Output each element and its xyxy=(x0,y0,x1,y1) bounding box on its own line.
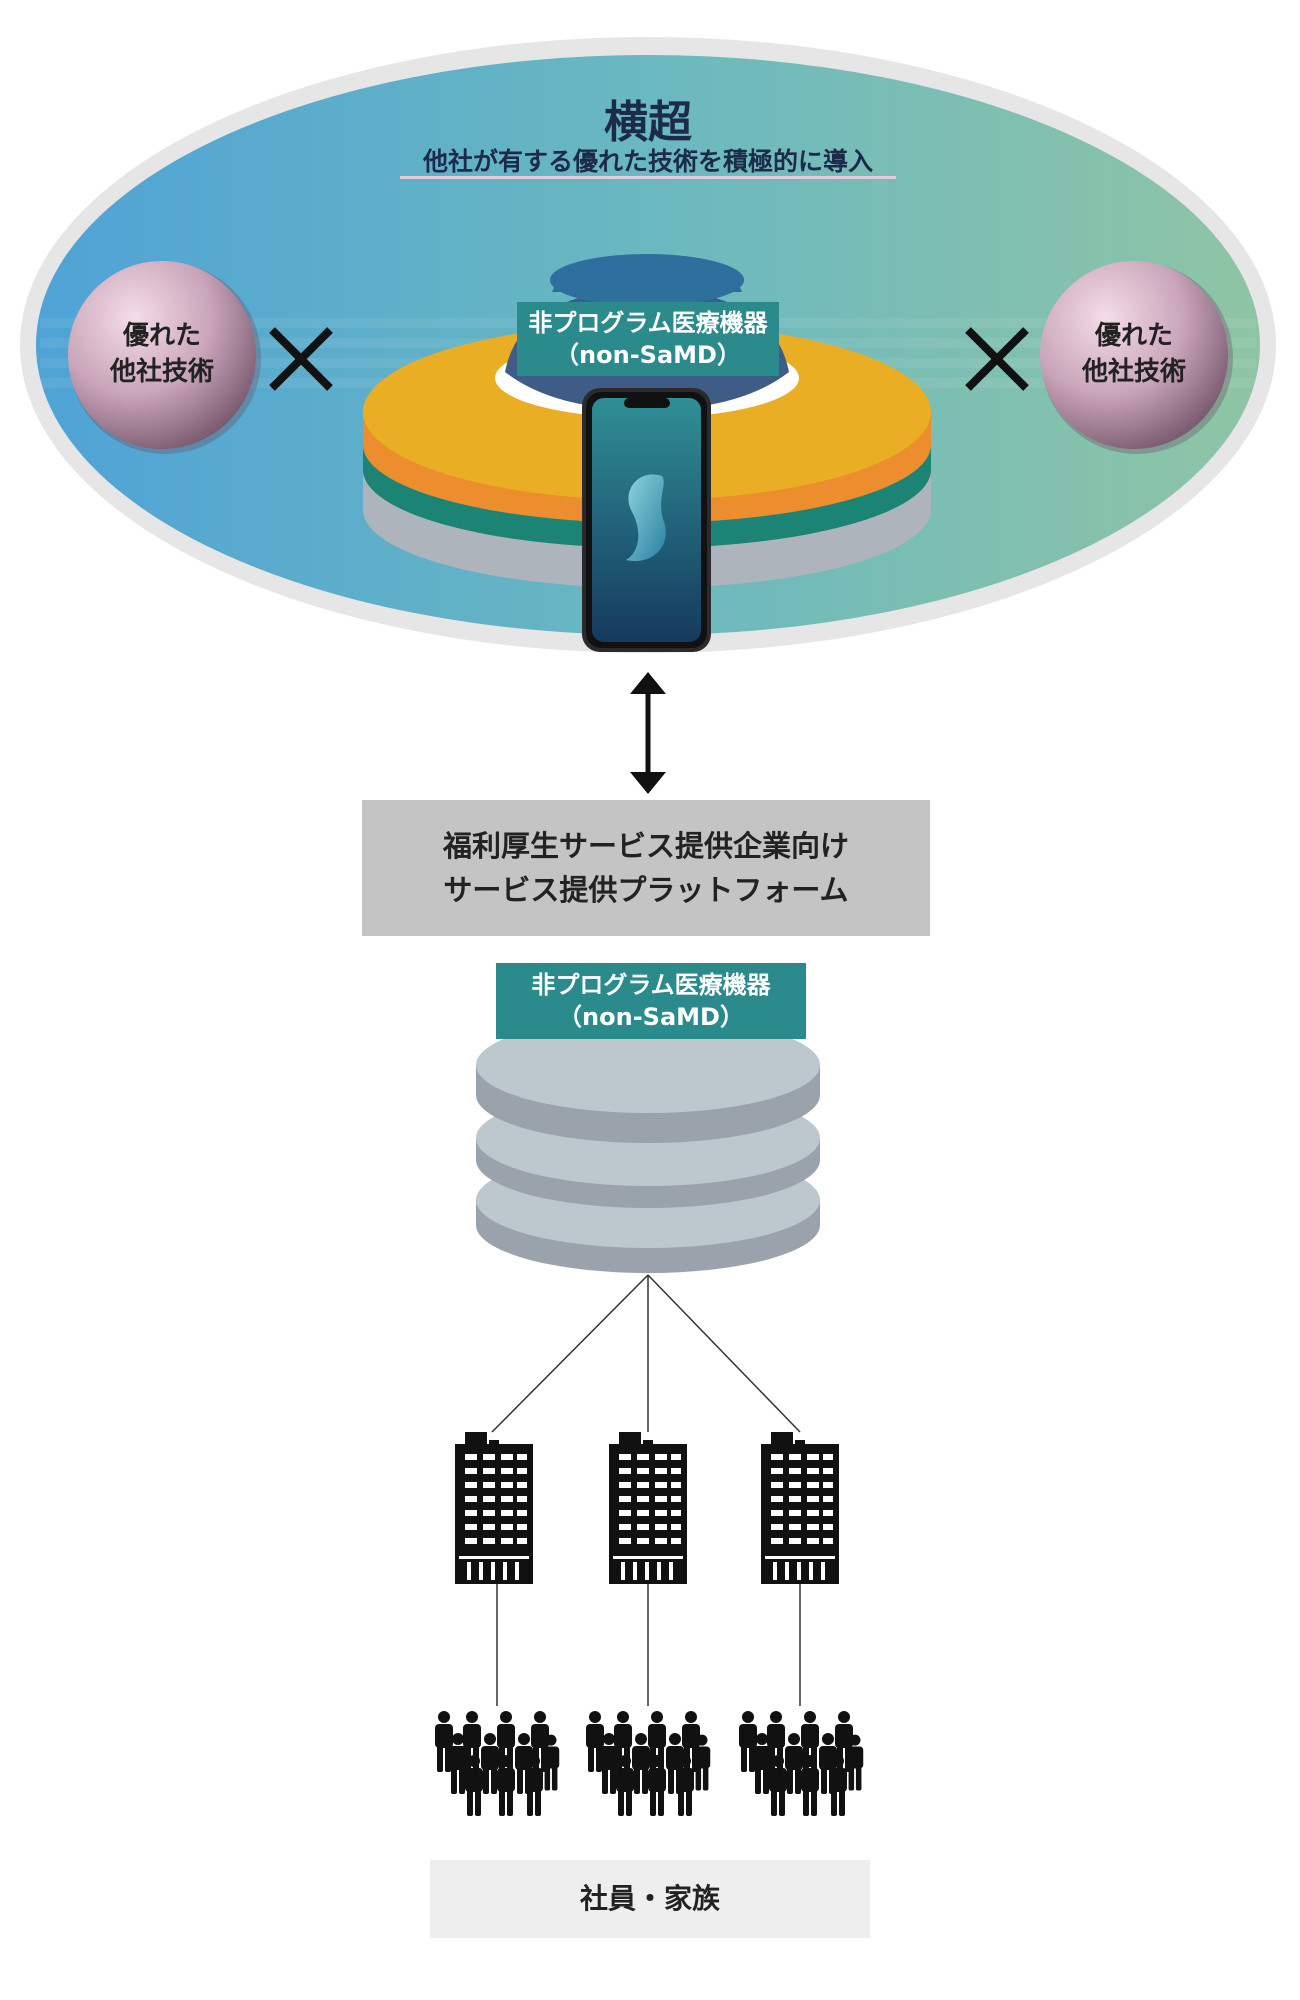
database-line2: （non-SaMD） xyxy=(558,1003,744,1031)
sphere-left-label: 優れた 他社技術 xyxy=(82,318,242,398)
top-device-label: 非プログラム医療機器 （non-SaMD） xyxy=(517,302,779,376)
app-logo-icon xyxy=(626,474,666,562)
database-line1: 非プログラム医療機器 xyxy=(531,971,771,999)
platform-line1: 福利厚生サービス提供企業向け xyxy=(442,829,849,863)
sphere-left-line1: 優れた xyxy=(122,321,201,351)
cross-icon-right xyxy=(965,327,1029,391)
double-arrow-icon xyxy=(630,672,666,794)
sphere-left-line2: 他社技術 xyxy=(109,357,214,387)
top-device-line1: 非プログラム医療機器 xyxy=(528,309,768,337)
sphere-right-label: 優れた 他社技術 xyxy=(1054,318,1214,398)
people-group-icon xyxy=(435,1711,560,1816)
people-group-icon xyxy=(739,1711,864,1816)
subtitle-underline xyxy=(400,176,896,179)
database-label: 非プログラム医療機器 （non-SaMD） xyxy=(496,963,806,1039)
cross-icon-left xyxy=(269,327,333,391)
office-building-icon xyxy=(761,1432,839,1584)
sphere-right-line2: 他社技術 xyxy=(1081,357,1186,387)
diagram-title: 横超 xyxy=(604,97,692,148)
platform-line2: サービス提供プラットフォーム xyxy=(443,873,849,907)
office-building-icon xyxy=(455,1432,533,1584)
sphere-left xyxy=(68,261,261,454)
smartphone-icon xyxy=(582,388,711,652)
connection-lines xyxy=(491,1274,801,1706)
sphere-right xyxy=(1040,261,1233,454)
database-icon xyxy=(476,1017,820,1273)
diagram-subtitle: 他社が有する優れた技術を積極的に導入 xyxy=(422,147,873,176)
employees-family-label: 社員・家族 xyxy=(430,1860,870,1938)
people-group-icon xyxy=(586,1711,711,1816)
top-device-line2: （non-SaMD） xyxy=(555,341,741,369)
platform-box: 福利厚生サービス提供企業向け サービス提供プラットフォーム xyxy=(362,800,930,936)
office-building-icon xyxy=(609,1432,687,1584)
sphere-right-line1: 優れた xyxy=(1094,321,1173,351)
